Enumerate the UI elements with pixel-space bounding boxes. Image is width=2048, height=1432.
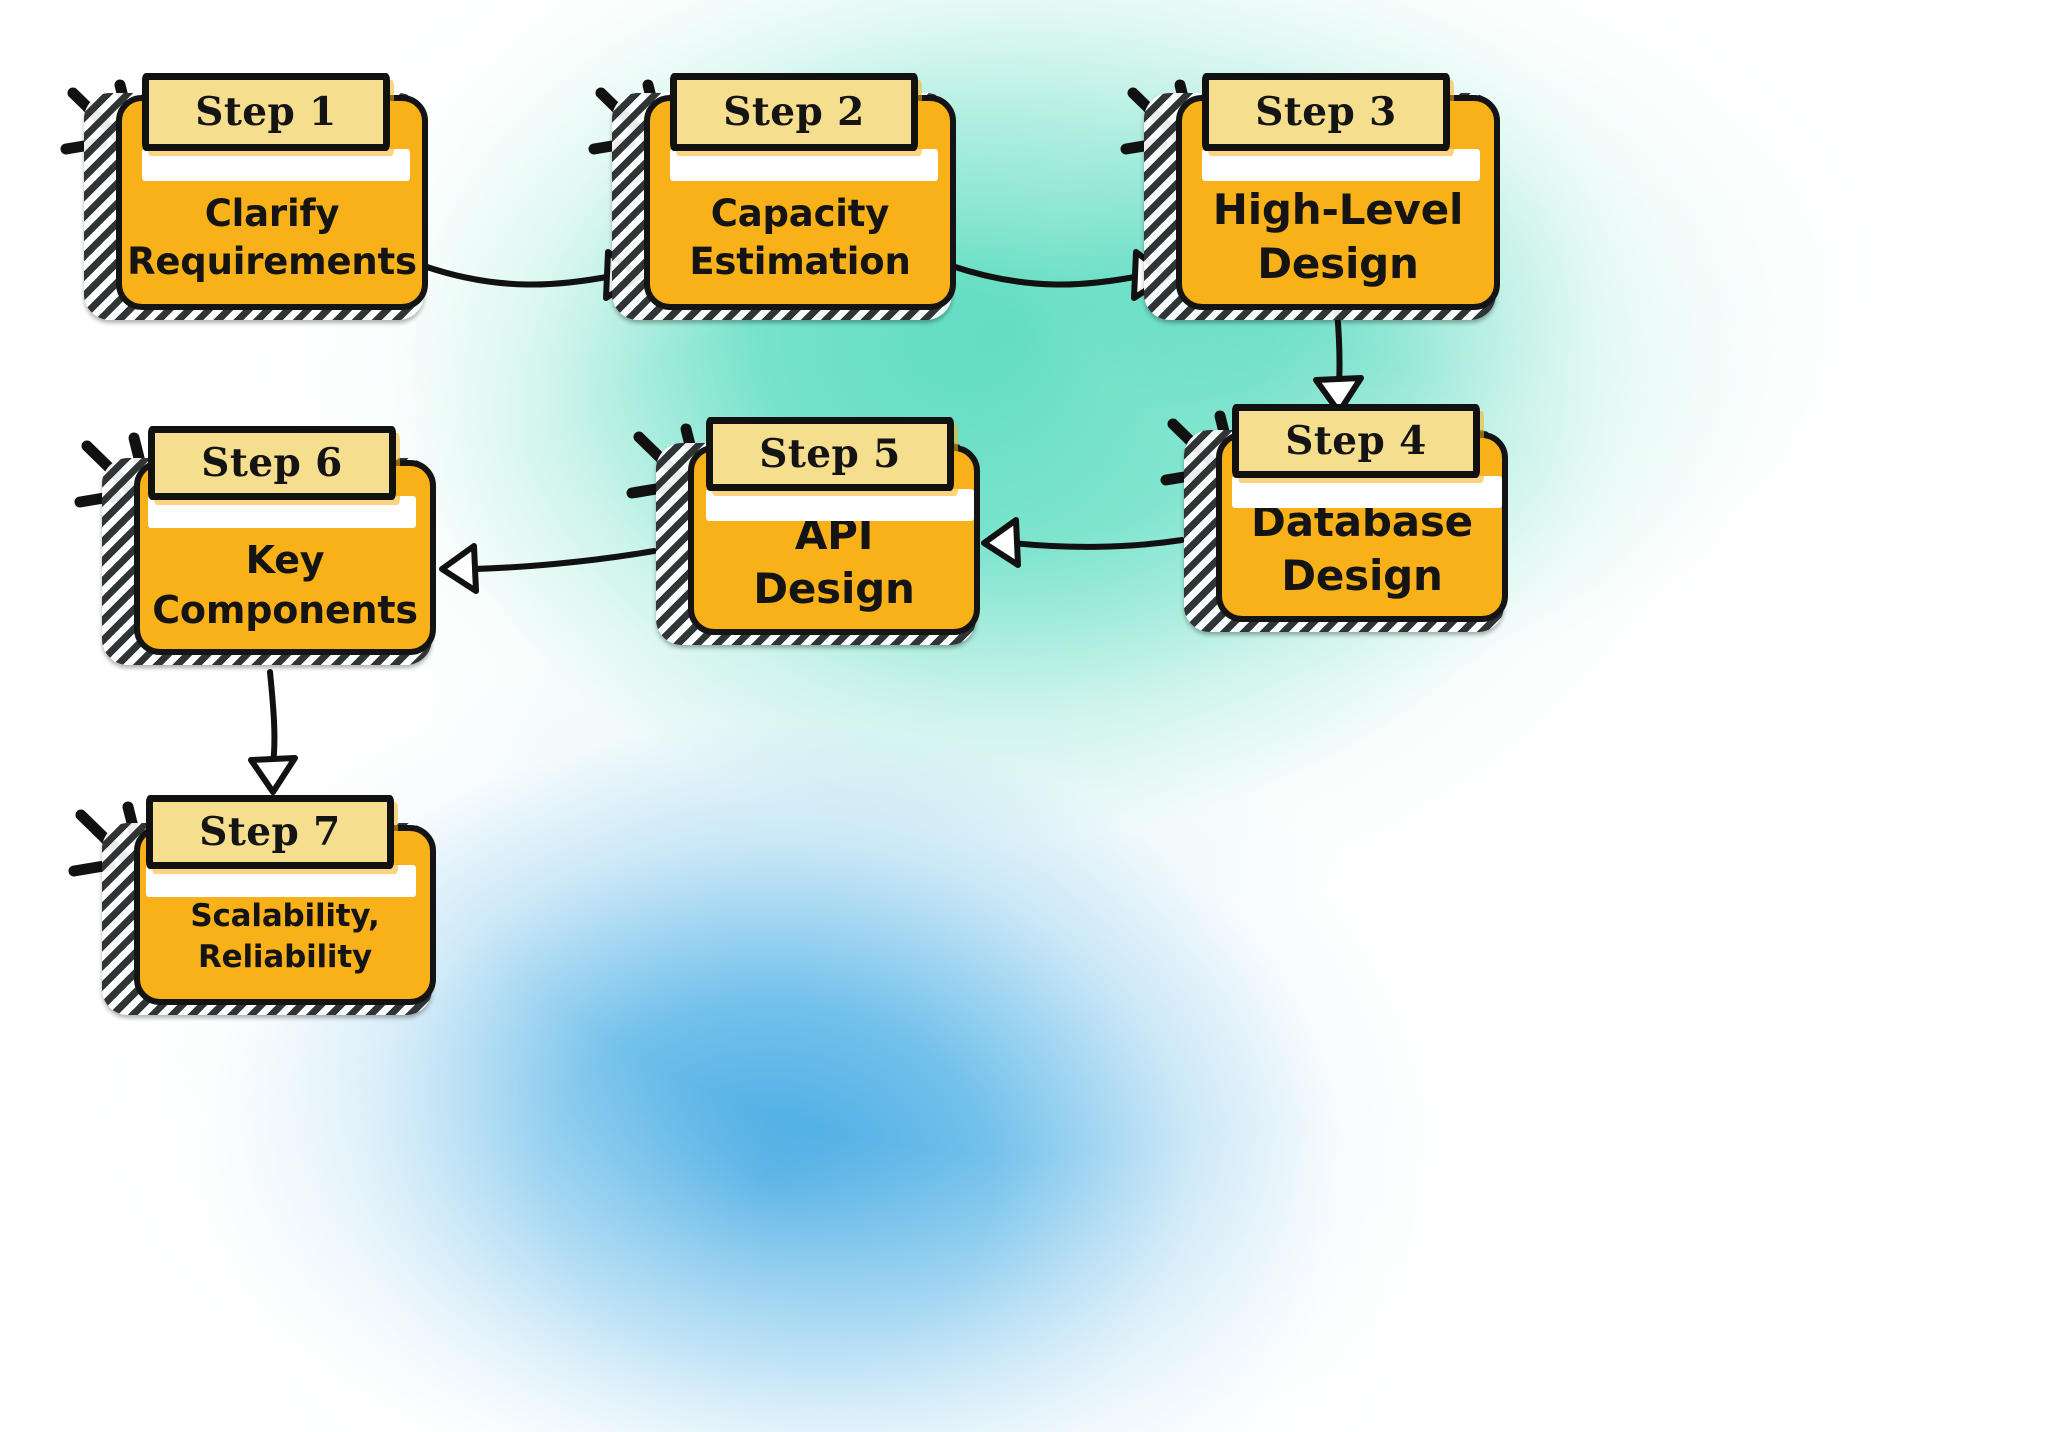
node-step5[interactable]: API Design Step 5 bbox=[626, 417, 992, 645]
label-backing bbox=[142, 149, 410, 181]
label-backing bbox=[706, 489, 974, 521]
node-text: Database Design bbox=[1251, 496, 1473, 601]
label-backing bbox=[146, 865, 416, 897]
node-step2[interactable]: Capacity Estimation Step 2 bbox=[588, 73, 968, 320]
node-step-label: Step 4 bbox=[1232, 404, 1480, 478]
node-text: Capacity Estimation bbox=[689, 191, 911, 283]
label-backing bbox=[148, 496, 416, 528]
node-step-label: Step 1 bbox=[142, 73, 390, 151]
node-step7[interactable]: Address Key Issues: Scalability, Reliabi… bbox=[68, 795, 448, 1015]
node-step-label: Step 7 bbox=[146, 795, 394, 869]
node-step-label: Step 2 bbox=[670, 73, 918, 151]
node-text: Clarify Requirements bbox=[127, 191, 417, 283]
label-backing bbox=[1202, 149, 1480, 181]
node-step-label: Step 5 bbox=[706, 417, 954, 491]
label-backing bbox=[1232, 476, 1502, 508]
node-step1[interactable]: Clarify Requirements Step 1 bbox=[60, 73, 440, 320]
node-text: API Design bbox=[753, 509, 915, 614]
node-text: High-Level Design bbox=[1212, 184, 1464, 289]
node-step6[interactable]: Dive into Key Components Step 6 bbox=[74, 426, 448, 665]
node-step-label: Step 6 bbox=[148, 426, 396, 500]
node-step-label: Step 3 bbox=[1202, 73, 1450, 151]
node-step4[interactable]: Database Design Step 4 bbox=[1160, 404, 1520, 632]
label-backing bbox=[670, 149, 938, 181]
node-step3[interactable]: High-Level Design Step 3 bbox=[1120, 73, 1512, 320]
